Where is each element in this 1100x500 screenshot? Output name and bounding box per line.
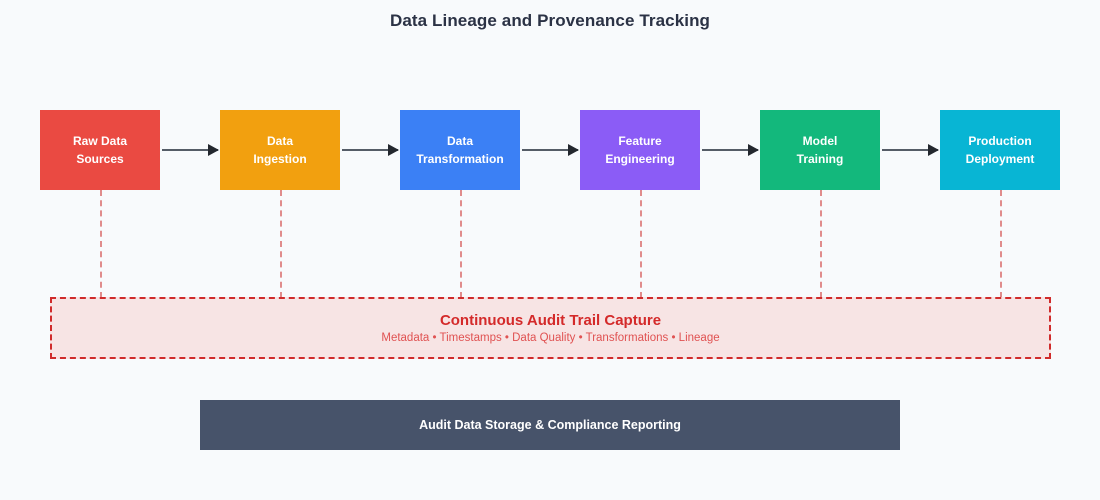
arrow-head [928,144,939,156]
stage-label-line1: Data [266,134,293,148]
stage-label-line2: Training [796,152,844,166]
stage-box-data-ingestion[interactable]: Data Ingestion [220,110,340,190]
stage-box-production-deployment[interactable]: Production Deployment [940,110,1060,190]
stage-label-line2: Ingestion [253,152,307,166]
audit-connector-production-deployment [1000,190,1002,298]
arrow-shaft [162,149,218,151]
stage-label-line2: Deployment [965,152,1035,166]
stage-box-feature-engineering[interactable]: Feature Engineering [580,110,700,190]
audit-connector-data-ingestion [280,190,282,298]
arrow-shaft [882,149,938,151]
audit-trail-title: Continuous Audit Trail Capture [439,312,662,329]
stage-box-model-training[interactable]: Model Training [760,110,880,190]
stage-label-line2: Engineering [605,152,675,166]
arrow-head [568,144,579,156]
arrow-shaft [522,149,578,151]
arrow-shaft [342,149,398,151]
stage-box-raw-data-sources[interactable]: Raw Data Sources [40,110,160,190]
audit-connector-data-transformation [460,190,462,298]
audit-storage-label: Audit Data Storage & Compliance Reportin… [419,418,681,432]
audit-trail-band: Continuous Audit Trail Capture Metadata … [50,297,1051,359]
arrow-icon-3 [522,144,579,156]
stage-label-line1: Model [802,134,838,148]
arrow-head [748,144,759,156]
arrow-head [208,144,219,156]
arrow-icon-4 [702,144,759,156]
page-title: Data Lineage and Provenance Tracking [389,11,711,30]
stage-label-line1: Feature [618,134,662,148]
arrow-icon-1 [162,144,219,156]
stage-label-line2: Sources [76,152,124,166]
stage-box-data-transformation[interactable]: Data Transformation [400,110,520,190]
stage-label-line2: Transformation [416,152,504,166]
audit-trail-subtitle: Metadata • Timestamps • Data Quality • T… [381,332,720,344]
stage-label-line1: Production [968,134,1032,148]
arrow-icon-2 [342,144,399,156]
audit-storage-bar[interactable]: Audit Data Storage & Compliance Reportin… [200,400,900,450]
audit-connector-feature-engineering [640,190,642,298]
arrow-shaft [702,149,758,151]
audit-connector-raw-data-sources [100,190,102,298]
audit-connector-model-training [820,190,822,298]
stage-label-line1: Raw Data [72,134,128,148]
arrow-head [388,144,399,156]
stage-label-line1: Data [446,134,473,148]
arrow-icon-5 [882,144,939,156]
